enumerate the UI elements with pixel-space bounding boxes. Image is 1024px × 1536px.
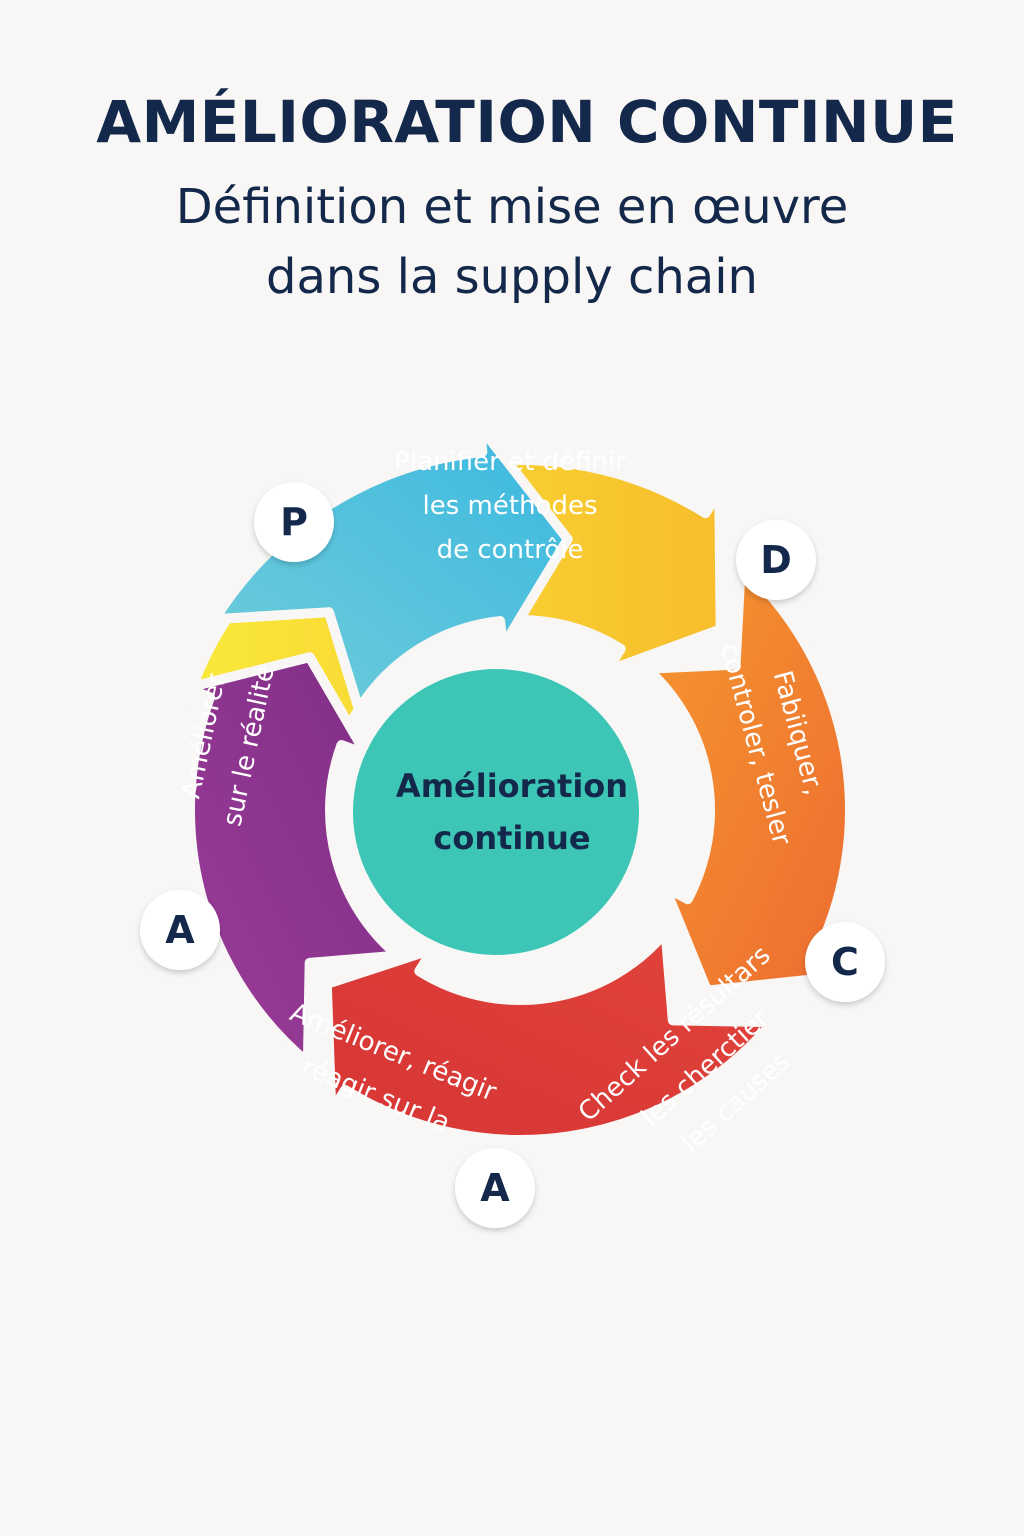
segment-plan-label-line-3: de contrôle [437, 535, 584, 565]
badge-a-left: A [140, 890, 220, 970]
page-title: AMÉLIORATION CONTINUE [96, 88, 958, 156]
segment-plan-label-line-2: les méthodes [423, 491, 598, 521]
segment-plan-label: Planifier et définir les méthodes de contr… [394, 447, 626, 565]
segment-act-left [209, 421, 573, 715]
segment-plan-label-line-1: Planifier et définir [394, 447, 626, 477]
badge-a-left-circle [140, 890, 220, 970]
badge-c-circle [805, 922, 885, 1002]
badge-d-circle [736, 520, 816, 600]
badge-c: C [805, 922, 885, 1002]
center-circle [353, 669, 639, 955]
badge-p: P [254, 482, 334, 562]
badge-p-circle [254, 482, 334, 562]
badge-a-bottom-letter: A [480, 1166, 510, 1210]
center-label-line-2: continue [433, 819, 590, 857]
badge-p-letter: P [280, 500, 308, 544]
segment-act [180, 652, 403, 1068]
subtitle-line-1: Définition et mise en œuvre [175, 179, 849, 235]
subtitle-line-2: dans la supply chain [266, 249, 758, 305]
page-subtitle: Définition et mise en œuvre dans la supp… [0, 172, 1024, 312]
center-label-line-1: Amélioration [396, 767, 628, 805]
badge-a-bottom-circle [455, 1148, 535, 1228]
badge-d-letter: D [760, 538, 792, 582]
badge-c-letter: C [831, 940, 859, 984]
segment-check [321, 927, 778, 1145]
badge-a-left-letter: A [165, 908, 195, 952]
badge-d: D [736, 520, 816, 600]
badge-a-bottom: A [455, 1148, 535, 1228]
